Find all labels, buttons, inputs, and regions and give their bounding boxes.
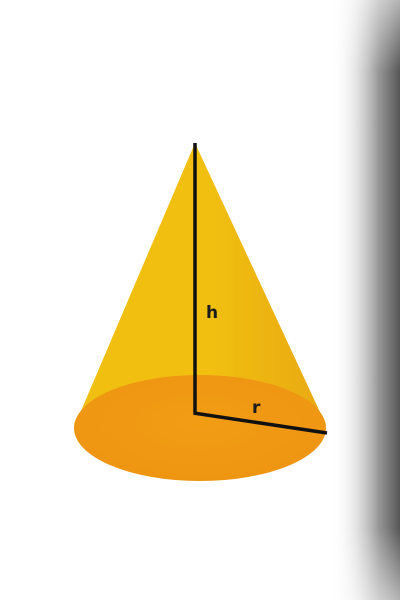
height-label: h: [206, 303, 218, 323]
cone-body: [75, 143, 326, 425]
cone-base: [74, 375, 326, 481]
radius-line: [193, 411, 328, 435]
radius-label: r: [252, 398, 261, 418]
